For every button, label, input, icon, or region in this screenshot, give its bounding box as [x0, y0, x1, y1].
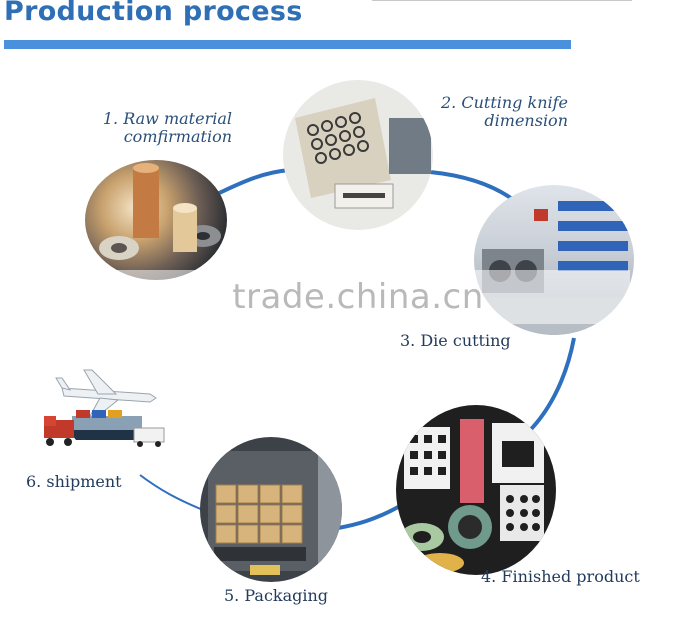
step-2-label-line1: 2. Cutting knife: [440, 93, 568, 112]
metal-foil-rolls-photo: [85, 160, 227, 280]
title-underline-bar: [4, 40, 571, 49]
step-2-label: 2. Cutting knife dimension: [400, 94, 568, 130]
watermark-text: trade.china.cn: [86, 270, 630, 324]
finished-die-cut-parts-photo: [396, 405, 556, 575]
step-3-label: 3. Die cutting: [400, 331, 511, 350]
top-divider: [372, 0, 632, 1]
packed-cartons-in-container-photo: [200, 437, 342, 582]
step-6-label: 6. shipment: [26, 472, 122, 491]
plane-ship-truck-photo: [40, 364, 170, 452]
step-1-label: 1. Raw material comfirmation: [54, 110, 232, 146]
step-1-label-line1: 1. Raw material: [102, 109, 232, 128]
step-1-label-line2: comfirmation: [123, 127, 232, 146]
step-5-label: 5. Packaging: [224, 586, 329, 605]
page-title: Production process: [4, 0, 303, 27]
die-cut-knife-plates-photo: [283, 80, 433, 230]
step-2-label-line2: dimension: [484, 111, 568, 130]
step-4-label: 4. Finished product: [481, 567, 640, 586]
